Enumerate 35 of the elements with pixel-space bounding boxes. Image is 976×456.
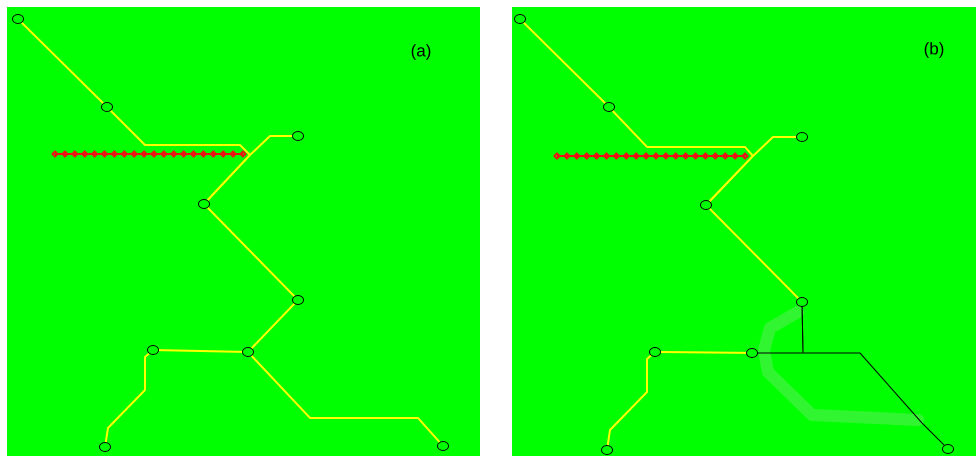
waypoint-circle <box>99 442 111 452</box>
waypoint-circle <box>12 14 24 24</box>
connection-line <box>158 349 242 353</box>
connection-line <box>802 306 945 446</box>
waypoint-circle <box>437 441 449 451</box>
connection-line <box>523 22 606 104</box>
waypoint-circle <box>198 199 210 209</box>
waypoint-circle <box>649 347 661 357</box>
waypoint-circle <box>147 345 159 355</box>
connection-line <box>606 354 652 446</box>
waypoint-circle <box>942 444 954 454</box>
panel-label: (a) <box>412 44 430 60</box>
connection-line <box>251 303 296 349</box>
waypoint-circle <box>603 102 615 112</box>
panel <box>512 7 976 456</box>
waypoint-circle <box>796 297 808 307</box>
connection-line <box>660 351 746 354</box>
panel-label: (b) <box>924 42 944 58</box>
waypoint-circle <box>242 347 254 357</box>
connection-line <box>206 135 292 201</box>
panel <box>7 7 480 456</box>
connection-line <box>104 352 150 442</box>
connection-line <box>709 208 799 299</box>
connection-line <box>250 355 440 443</box>
connection-line <box>709 136 796 202</box>
waypoint-circle <box>292 295 304 305</box>
waypoint-circle <box>101 102 113 112</box>
waypoint-circle <box>700 200 712 210</box>
waypoint-circle <box>746 348 758 358</box>
waypoint-circle <box>292 131 304 141</box>
waypoint-circle <box>514 14 526 24</box>
waypoint-circle <box>796 132 808 142</box>
connection-line <box>207 207 295 297</box>
waypoint-circle <box>601 445 613 455</box>
connection-line <box>21 22 104 104</box>
